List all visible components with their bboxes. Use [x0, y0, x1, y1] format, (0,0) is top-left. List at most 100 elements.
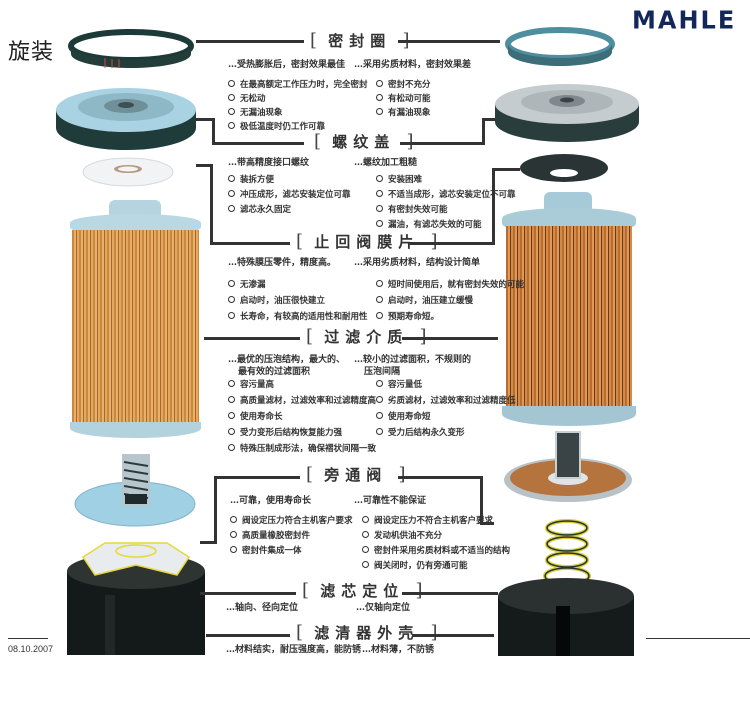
- bullet-icon: [228, 280, 235, 287]
- connector-line: [214, 476, 300, 479]
- connector-line: [206, 634, 290, 637]
- list-item: 启动时，油压建立缓慢: [376, 296, 524, 307]
- connector-line: [200, 541, 216, 544]
- bullet-icon: [376, 80, 383, 87]
- right-points-list: 安装困难 不适当成形，滤芯安装定位不可靠 有密封失效可能 漏油，有滤芯失效的可能: [376, 175, 516, 231]
- bullet-icon: [376, 94, 383, 101]
- bullet-icon: [228, 428, 235, 435]
- list-item: 高质量滤材，过滤效率和过滤精度高: [228, 396, 376, 407]
- connector-line: [482, 118, 496, 121]
- list-item: 阀关闭时，仍有旁通可能: [362, 561, 510, 572]
- list-item: 受力后结构永久变形: [376, 428, 516, 439]
- filter-element-inferior-image: [502, 192, 636, 430]
- bullet-icon: [228, 296, 235, 303]
- threaded-cover-image: [56, 88, 196, 150]
- bullet-icon: [376, 428, 383, 435]
- list-item: 冲压成形，滤芯安装定位可靠: [228, 190, 351, 201]
- left-summary: …受热膨胀后，密封效果最佳: [228, 60, 346, 70]
- list-item: 极低温度时仍工作可靠: [228, 122, 368, 133]
- right-summary: …材料薄，不防锈: [362, 645, 435, 655]
- bullet-icon: [228, 108, 235, 115]
- right-summary: …采用劣质材料，密封效果差: [354, 60, 472, 70]
- connector-line: [212, 118, 215, 144]
- list-item: 阀设定压力符合主机客户要求: [230, 516, 353, 527]
- list-item: 无漏油现象: [228, 108, 368, 119]
- connector-line: [482, 118, 485, 145]
- bullet-icon: [362, 561, 369, 568]
- bullet-icon: [228, 412, 235, 419]
- connector-line: [402, 337, 498, 340]
- left-summary: …轴向、径向定位: [226, 603, 299, 613]
- list-item: 有漏油现象: [376, 108, 431, 119]
- bullet-icon: [228, 444, 235, 451]
- right-summary: …仅轴向定位: [356, 603, 411, 613]
- connector-line: [492, 168, 495, 245]
- list-item: 不适当成形，滤芯安装定位不可靠: [376, 190, 516, 201]
- bullet-icon: [228, 312, 235, 319]
- bullet-icon: [376, 396, 383, 403]
- bullet-icon: [230, 546, 237, 553]
- right-points-list: 容污量低 劣质滤材，过滤效率和过滤精度低 使用寿命短 受力后结构永久变形: [376, 380, 516, 439]
- connector-line: [196, 40, 304, 43]
- list-item: 安装困难: [376, 175, 516, 186]
- left-summary: …带高精度接口螺纹: [228, 158, 310, 168]
- section-header-filter-media: [ 过滤介质 ]: [306, 326, 427, 347]
- bullet-icon: [228, 175, 235, 182]
- left-points-list: 阀设定压力符合主机客户要求 高质量橡胶密封件 密封件集成一体: [230, 516, 353, 557]
- right-summary: …采用劣质材料，结构设计简单: [354, 258, 481, 268]
- section-header-housing: [ 滤清器外壳 ]: [296, 622, 438, 643]
- bullet-icon: [376, 412, 383, 419]
- filter-housing-inferior-image: [498, 578, 634, 656]
- list-item: 容污量低: [376, 380, 516, 391]
- list-item: 密封件采用劣质材料或不适当的结构: [362, 546, 510, 557]
- connector-line: [204, 337, 300, 340]
- section-header-threaded-cover: [ 螺纹盖 ]: [314, 131, 414, 152]
- mahle-logo: MAHLE: [632, 5, 737, 35]
- list-item: 阀设定压力不符合主机客户要求: [362, 516, 510, 527]
- connector-line: [196, 118, 212, 121]
- list-item: 密封不充分: [376, 80, 431, 91]
- right-points-list: 短时间使用后，就有密封失效的可能 启动时，油压建立缓慢 预期寿命短。: [376, 280, 524, 323]
- connector-line: [398, 40, 500, 43]
- check-valve-membrane-inferior-image: [520, 154, 608, 182]
- list-item: 使用寿命短: [376, 412, 516, 423]
- bullet-icon: [376, 175, 383, 182]
- bullet-icon: [228, 80, 235, 87]
- connector-line: [408, 242, 494, 245]
- footer-divider: [8, 638, 48, 639]
- list-item: 装拆方便: [228, 175, 351, 186]
- list-item: 密封件集成一体: [230, 546, 353, 557]
- bullet-icon: [376, 296, 383, 303]
- right-points-list: 阀设定压力不符合主机客户要求 发动机供油不充分 密封件采用劣质材料或不适当的结构…: [362, 516, 510, 572]
- bullet-icon: [230, 531, 237, 538]
- connector-line: [492, 168, 520, 171]
- bullet-icon: [228, 122, 235, 129]
- list-item: 在最高额定工作压力时，完全密封: [228, 80, 368, 91]
- seal-ring-inferior-image: [505, 27, 615, 66]
- bullet-icon: [228, 396, 235, 403]
- connector-line: [214, 476, 217, 544]
- connector-line: [480, 476, 483, 524]
- list-item: 无松动: [228, 94, 368, 105]
- bullet-icon: [362, 546, 369, 553]
- left-summary: …可靠，使用寿命长: [230, 496, 312, 506]
- right-summary: …可靠性不能保证: [354, 496, 427, 506]
- connector-line: [210, 164, 213, 244]
- section-header-check-valve: [ 止回阀膜片 ]: [296, 231, 438, 252]
- connector-line: [210, 242, 290, 245]
- connector-line: [398, 476, 482, 479]
- list-item: 使用寿命长: [228, 412, 376, 423]
- left-points-list: 装拆方便 冲压成形，滤芯安装定位可靠 滤芯永久固定: [228, 175, 351, 216]
- right-points-list: 密封不充分 有松动可能 有漏油现象: [376, 80, 431, 119]
- list-item: 有密封失效可能: [376, 205, 516, 216]
- bullet-icon: [376, 312, 383, 319]
- check-valve-membrane-image: [82, 157, 174, 187]
- bullet-icon: [376, 108, 383, 115]
- bullet-icon: [230, 516, 237, 523]
- left-points-list: 无渗漏 启动时，油压很快建立 长寿命，有较高的适用性和耐用性: [228, 280, 368, 323]
- bypass-valve-inferior-image: [504, 431, 632, 502]
- connector-line: [480, 522, 494, 525]
- filter-element-image: [68, 200, 203, 440]
- left-points-list: 容污量高 高质量滤材，过滤效率和过滤精度高 使用寿命长 受力变形后结构恢复能力强…: [228, 380, 376, 455]
- left-summary: …特殊膜压零件，精度高。: [228, 258, 337, 268]
